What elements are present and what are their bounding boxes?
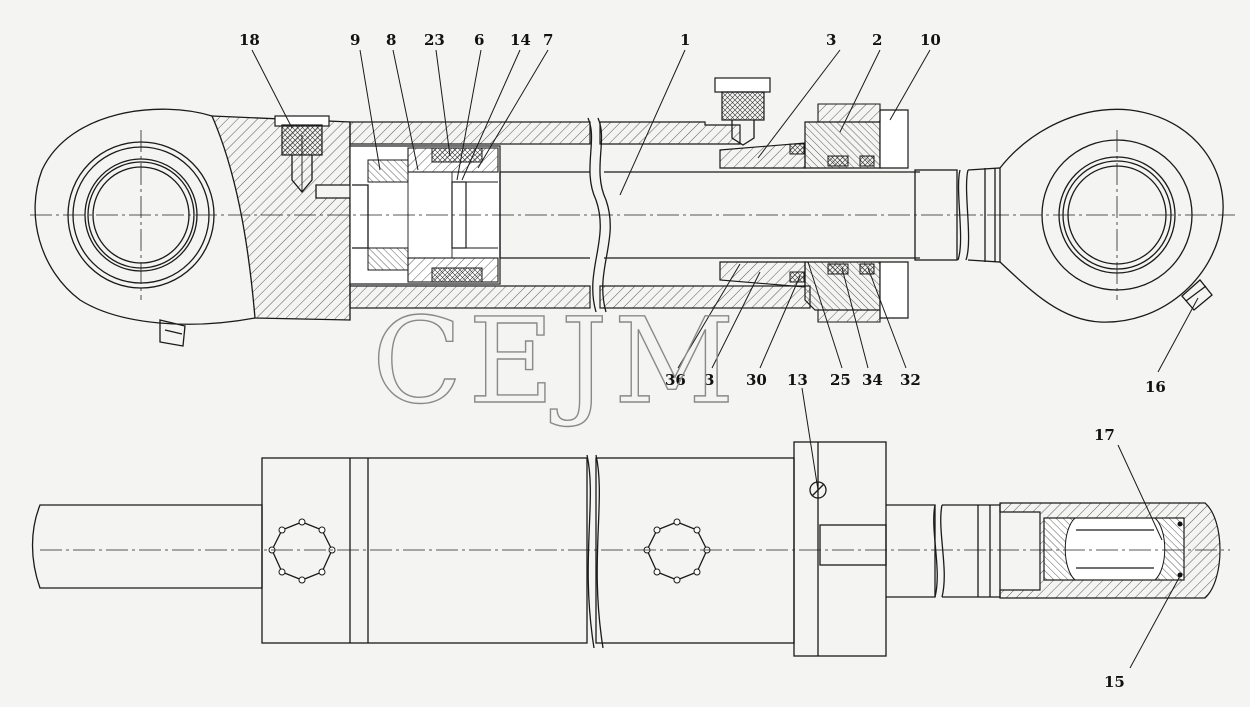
- cylinder-tube-top: [349, 121, 591, 145]
- callout-3-top: 3: [826, 31, 836, 49]
- callout-7: 7: [543, 31, 553, 49]
- callout-34: 34: [862, 371, 883, 389]
- watermark-text: СЕЈМ: [372, 292, 741, 430]
- callout-3-bottom: 3: [704, 371, 714, 389]
- callout-17: 17: [1094, 426, 1115, 444]
- bolt-flange-left: [268, 518, 336, 584]
- callout-25: 25: [830, 371, 851, 389]
- callout-32: 32: [900, 371, 921, 389]
- grease-fitting-left-bottom: [159, 319, 186, 347]
- callout-16: 16: [1145, 378, 1166, 396]
- grease-fitting-18: [274, 115, 330, 194]
- cylinder-body: [261, 457, 588, 644]
- callout-6: 6: [474, 31, 484, 49]
- grease-fitting-16: [1181, 279, 1213, 311]
- callout-1: 1: [680, 31, 690, 49]
- callout-13: 13: [787, 371, 808, 389]
- cylinder-tube-bottom: [349, 285, 591, 309]
- callout-15: 15: [1104, 673, 1125, 691]
- callout-10: 10: [920, 31, 941, 49]
- gland-assembly: [719, 103, 909, 323]
- callout-8: 8: [386, 31, 396, 49]
- left-eye-housing: [34, 108, 256, 325]
- section-view: [30, 77, 1235, 347]
- callout-30: 30: [746, 371, 767, 389]
- callout-9: 9: [350, 31, 360, 49]
- rod-eye-section: [999, 502, 1221, 599]
- port-plug: [714, 77, 771, 146]
- callout-23: 23: [424, 31, 445, 49]
- callout-36: 36: [665, 371, 686, 389]
- cylinder-tube-top-right: [599, 121, 741, 145]
- left-head-section: [210, 115, 351, 321]
- gland-nut: [793, 441, 887, 657]
- external-view: [31, 441, 1230, 657]
- bolt-flange-center: [643, 518, 711, 584]
- leader-lines: [251, 49, 1199, 669]
- right-eye-housing: [999, 108, 1224, 323]
- callout-2: 2: [872, 31, 882, 49]
- piston-rod: [499, 167, 1001, 263]
- callout-14: 14: [510, 31, 531, 49]
- callout-18: 18: [239, 31, 260, 49]
